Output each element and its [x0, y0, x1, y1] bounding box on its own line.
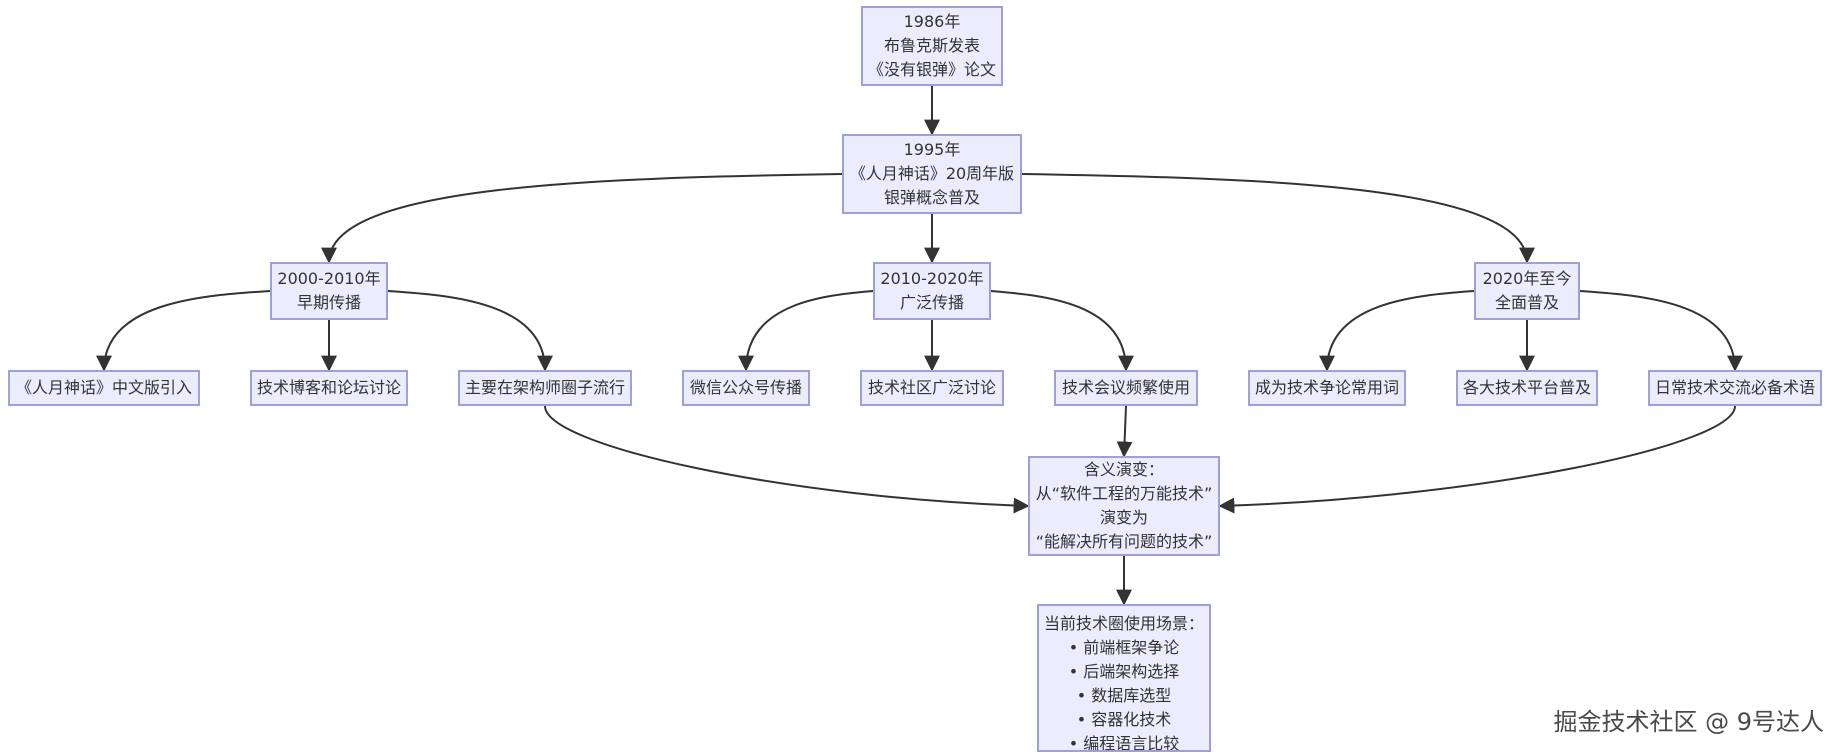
- node-debate-term: 成为技术争论常用词: [1248, 370, 1406, 406]
- edge-b3-to-evolve: [1116, 405, 1133, 458]
- node-blogs-forums: 技术博客和论坛讨论: [250, 370, 408, 406]
- watermark: 掘金技术社区 @ 9号达人: [1553, 708, 1824, 736]
- scenes-item: 后端架构选择: [1069, 660, 1179, 684]
- node-meaning-evolution: 含义演变： 从“软件工程的万能技术” 演变为 “能解决所有问题的技术”: [1028, 456, 1220, 556]
- node-line: 演变为: [1099, 508, 1148, 527]
- edge-c3-to-evolve: [1218, 405, 1736, 514]
- node-platforms: 各大技术平台普及: [1456, 370, 1598, 406]
- scenes-item: 数据库选型: [1077, 684, 1171, 708]
- node-tech-conferences: 技术会议频繁使用: [1054, 370, 1198, 406]
- node-line: 《人月神话》20周年版: [849, 164, 1015, 183]
- scenes-item: 容器化技术: [1077, 708, 1171, 732]
- node-daily-term: 日常技术交流必备术语: [1648, 370, 1822, 406]
- node-usage-scenarios: 当前技术圈使用场景： 前端框架争论 后端架构选择 数据库选型 容器化技术 编程语…: [1037, 604, 1211, 752]
- node-2010-2020-wide: 2010-2020年 广泛传播: [873, 262, 991, 320]
- node-2000-2010-early: 2000-2010年 早期传播: [270, 262, 388, 320]
- node-chinese-edition: 《人月神话》中文版引入: [8, 370, 200, 406]
- node-line: 1986年: [903, 12, 961, 31]
- node-line: 广泛传播: [899, 293, 964, 312]
- node-line: 从“软件工程的万能技术”: [1035, 484, 1213, 503]
- node-line: 主要在架构师圈子流行: [464, 378, 625, 397]
- node-line: 布鲁克斯发表: [883, 36, 980, 55]
- edge-n2000-to-a3: [387, 290, 553, 372]
- node-line: 技术社区广泛讨论: [867, 378, 996, 397]
- scenes-item: 编程语言比较: [1069, 732, 1179, 750]
- edge-n2010-to-b1: [738, 290, 874, 372]
- edge-n2020-to-c3: [1579, 290, 1743, 372]
- node-2020-now: 2020年至今 全面普及: [1474, 262, 1580, 320]
- edge-n2020-to-c1: [1319, 290, 1475, 372]
- edge-n1995-to-n2000: [321, 173, 843, 264]
- node-line: 日常技术交流必备术语: [1654, 378, 1815, 397]
- edge-n1995-to-n2020: [1021, 173, 1535, 264]
- node-architect-circles: 主要在架构师圈子流行: [458, 370, 632, 406]
- node-line: 2010-2020年: [880, 269, 984, 288]
- node-line: 2020年至今: [1482, 269, 1572, 288]
- node-line: 技术会议频繁使用: [1061, 378, 1190, 397]
- scenes-item: 前端框架争论: [1069, 636, 1179, 660]
- node-line: 《人月神话》中文版引入: [15, 378, 192, 397]
- scenes-title: 当前技术圈使用场景：: [1043, 614, 1204, 633]
- node-1986-paper: 1986年 布鲁克斯发表 《没有银弹》论文: [861, 6, 1003, 86]
- node-line: 微信公众号传播: [689, 378, 802, 397]
- node-line: 全面普及: [1494, 293, 1559, 312]
- node-line: 早期传播: [296, 293, 361, 312]
- edge-n2010-to-b3: [990, 290, 1134, 372]
- node-1995-anniversary: 1995年 《人月神话》20周年版 银弹概念普及: [842, 134, 1022, 214]
- node-line: 《没有银弹》论文: [867, 60, 996, 79]
- node-line: 含义演变：: [1083, 460, 1164, 479]
- node-tech-community: 技术社区广泛讨论: [860, 370, 1004, 406]
- node-line: 2000-2010年: [277, 269, 381, 288]
- node-line: “能解决所有问题的技术”: [1035, 532, 1213, 551]
- node-line: 1995年: [903, 140, 961, 159]
- node-line: 各大技术平台普及: [1462, 378, 1591, 397]
- edge-a3-to-evolve: [544, 405, 1030, 514]
- node-line: 银弹概念普及: [883, 188, 980, 207]
- node-wechat: 微信公众号传播: [682, 370, 810, 406]
- edge-n2000-to-a1: [96, 290, 271, 372]
- node-line: 成为技术争论常用词: [1254, 378, 1399, 397]
- node-line: 技术博客和论坛讨论: [256, 378, 401, 397]
